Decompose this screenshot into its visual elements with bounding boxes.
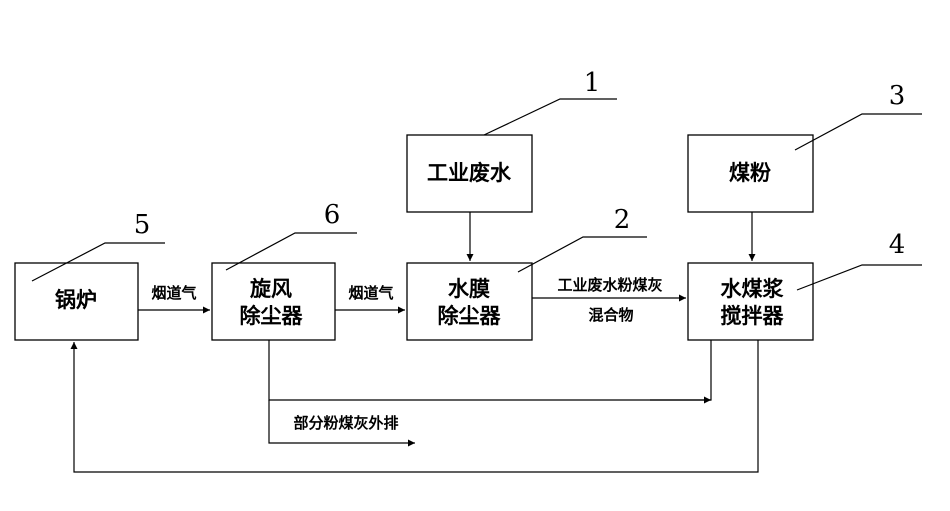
discharge-label: 部分粉煤灰外排 — [293, 414, 398, 432]
water-film-label-line2: 除尘器 — [438, 304, 502, 328]
callout-number-5: 5 — [134, 210, 151, 240]
mixer-label-line2: 搅拌器 — [721, 304, 785, 328]
cyclone-label-line2: 除尘器 — [240, 304, 304, 328]
callout-leader-3 — [794, 113, 922, 151]
callout-leader-6 — [225, 232, 357, 271]
cyclone-label-line1: 旋风 — [249, 277, 292, 301]
coal-powder-box: 煤粉 — [687, 134, 814, 213]
cyclone-dust-collector-box: 旋风 除尘器 — [211, 262, 336, 341]
callout-number-4: 4 — [889, 230, 906, 260]
water-film-dust-collector-box: 水膜 除尘器 — [406, 262, 533, 341]
industrial-wastewater-box: 工业废水 — [406, 134, 533, 213]
slurry-return-to-boiler-arrow — [70, 340, 759, 473]
boiler-box: 锅炉 — [14, 262, 139, 341]
water-film-label-line1: 水膜 — [448, 277, 490, 301]
callout-leader-1 — [483, 98, 617, 136]
callout-number-2: 2 — [614, 205, 631, 235]
callout-leader-2 — [517, 236, 647, 273]
fly-ash-return-line — [268, 340, 712, 401]
coal-water-slurry-mixer-box: 水煤浆 搅拌器 — [687, 262, 814, 341]
callout-leader-4 — [796, 264, 922, 291]
fly-ash-discharge-arrow — [268, 400, 415, 447]
callout-number-3: 3 — [889, 81, 906, 111]
mixture-label-line2: 混合物 — [588, 306, 633, 324]
mixer-label-line1: 水煤浆 — [721, 277, 785, 301]
callout-number-6: 6 — [324, 200, 341, 230]
flue-gas-label-1: 烟道气 — [151, 284, 196, 302]
callout-number-1: 1 — [584, 68, 601, 98]
callout-leader-5 — [31, 242, 165, 282]
wastewater-label: 工业废水 — [427, 161, 512, 185]
flue-gas-label-2: 烟道气 — [348, 284, 393, 302]
coal-powder-label: 煤粉 — [729, 161, 771, 185]
mixture-label-line1: 工业废水粉煤灰 — [557, 276, 662, 294]
boiler-label: 锅炉 — [55, 288, 97, 312]
